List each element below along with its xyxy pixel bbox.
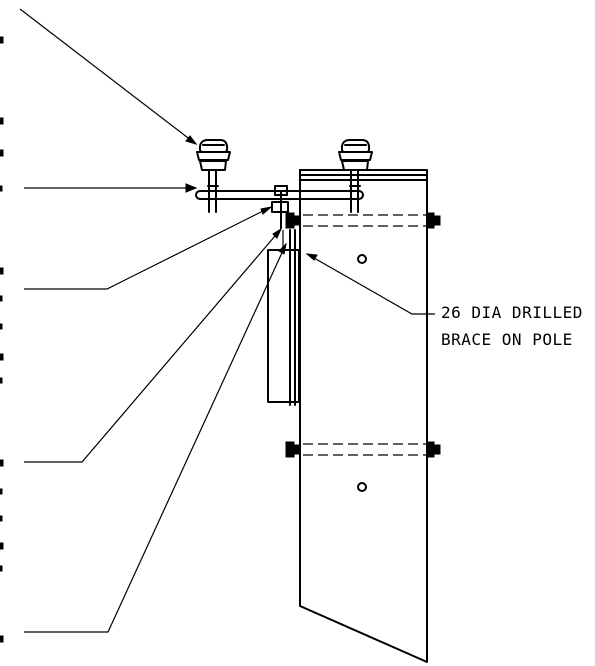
crossarm-nut [271, 185, 289, 213]
arrowheads [185, 135, 318, 261]
leader-lines [19, 8, 435, 633]
pole-hole-lower [357, 482, 367, 492]
annotation-drilled-line2: BRACE ON POLE [441, 330, 573, 349]
leader-nut [24, 206, 272, 290]
insulator-left [196, 139, 231, 213]
cropped-left-text-fragments [0, 36, 4, 643]
insulator-right [338, 139, 373, 213]
leader-bolt [24, 228, 282, 463]
leader-bracket [24, 243, 287, 633]
annotation-drilled-line1: 26 DIA DRILLED [441, 303, 583, 322]
pole [299, 169, 428, 663]
crossarm [195, 190, 364, 229]
through-bolt-lower [285, 441, 441, 458]
pole-hole-upper [357, 254, 367, 264]
through-bolt-upper [285, 212, 441, 229]
leader-insulator [19, 8, 197, 145]
brace-plate [267, 229, 300, 406]
leader-drilled-hole [306, 253, 435, 315]
